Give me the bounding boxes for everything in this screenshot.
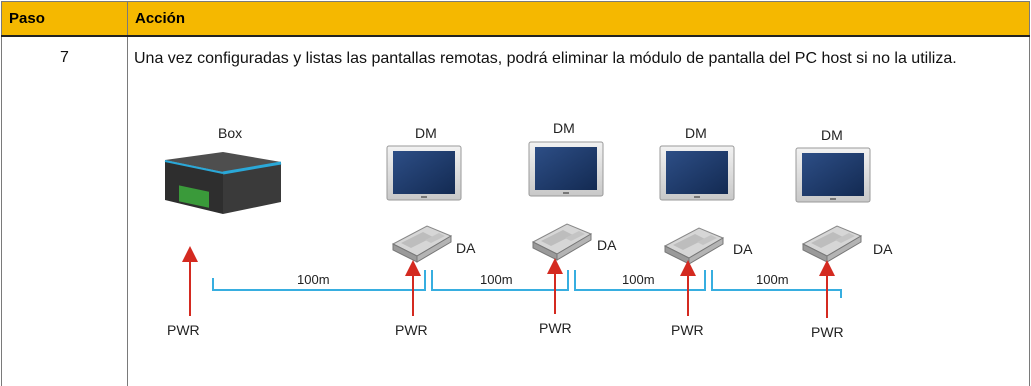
da-adapter bbox=[392, 225, 452, 263]
dm-monitor bbox=[386, 145, 462, 201]
pwr-label: PWR bbox=[395, 322, 428, 338]
header-step: Paso bbox=[1, 1, 128, 37]
cable-chain bbox=[212, 270, 842, 298]
da-adapter bbox=[802, 225, 862, 263]
dm-label: DM bbox=[821, 127, 843, 143]
step-action-text: Una vez configuradas y listas las pantal… bbox=[134, 50, 957, 67]
cable-length-label: 100m bbox=[756, 272, 789, 287]
cable-length-label: 100m bbox=[622, 272, 655, 287]
cable-length-label: 100m bbox=[297, 272, 330, 287]
box-device bbox=[164, 152, 282, 214]
da-label: DA bbox=[597, 237, 617, 253]
dm-monitor bbox=[528, 141, 604, 197]
dm-monitor bbox=[659, 145, 735, 201]
header-action: Acción bbox=[127, 1, 1030, 37]
dm-label: DM bbox=[553, 120, 575, 136]
table-row: 7 Una vez configuradas y listas las pant… bbox=[1, 36, 1030, 386]
da-label: DA bbox=[733, 241, 753, 257]
step-number: 7 bbox=[1, 36, 128, 386]
cable-length-label: 100m bbox=[480, 272, 513, 287]
da-adapter bbox=[664, 227, 724, 265]
dm-monitor bbox=[795, 147, 871, 203]
dm-label: DM bbox=[685, 125, 707, 141]
dm-label: DM bbox=[415, 125, 437, 141]
pwr-label: PWR bbox=[811, 324, 844, 340]
pwr-label: PWR bbox=[671, 322, 704, 338]
table-header-row: Paso Acción bbox=[1, 1, 1030, 37]
network-diagram: Box DM DM DM DM DA DA DA DA 100m 100m 10… bbox=[135, 118, 915, 376]
pwr-label: PWR bbox=[167, 322, 200, 338]
box-label: Box bbox=[218, 125, 242, 141]
da-adapter bbox=[532, 223, 592, 261]
da-label: DA bbox=[873, 241, 893, 257]
pwr-arrows bbox=[182, 246, 835, 318]
da-label: DA bbox=[456, 240, 476, 256]
pwr-label: PWR bbox=[539, 320, 572, 336]
